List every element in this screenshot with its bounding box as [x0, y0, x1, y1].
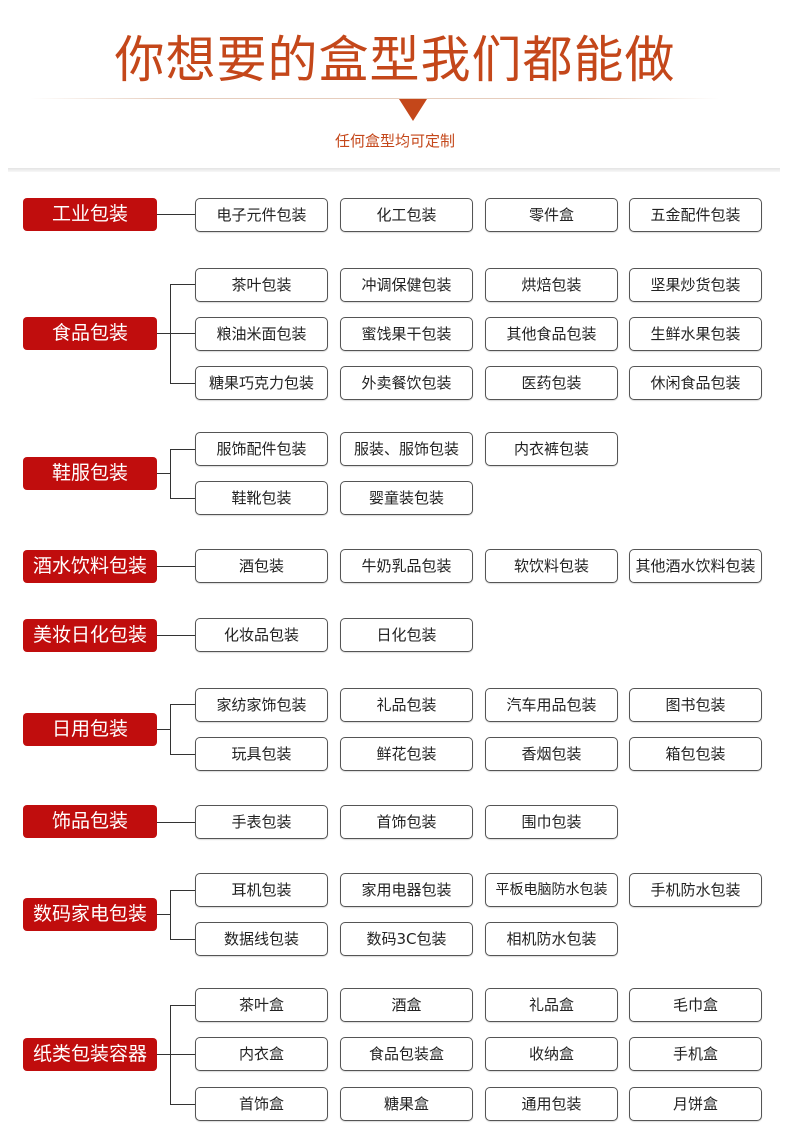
connector-line [170, 284, 195, 285]
item-box[interactable]: 鲜花包装 [340, 737, 473, 771]
item-box[interactable]: 首饰盒 [195, 1087, 328, 1121]
item-box[interactable]: 手表包装 [195, 805, 328, 839]
connector-line [157, 635, 195, 636]
item-box[interactable]: 月饼盒 [629, 1087, 762, 1121]
item-box[interactable]: 糖果巧克力包装 [195, 366, 328, 400]
connector-line [170, 1104, 195, 1105]
item-box[interactable]: 礼品盒 [485, 988, 618, 1022]
item-box[interactable]: 食品包装盒 [340, 1037, 473, 1071]
connector-line [157, 566, 195, 567]
item-box[interactable]: 外卖餐饮包装 [340, 366, 473, 400]
item-box[interactable]: 酒包装 [195, 549, 328, 583]
triangle-down-icon [399, 99, 427, 121]
item-box[interactable]: 首饰包装 [340, 805, 473, 839]
connector-line [157, 914, 170, 915]
item-box[interactable]: 坚果炒货包装 [629, 268, 762, 302]
connector-line [170, 498, 195, 499]
title-divider [30, 98, 720, 99]
category-label-daily: 日用包装 [23, 713, 157, 746]
connector-line [157, 333, 195, 334]
item-box[interactable]: 茶叶盒 [195, 988, 328, 1022]
connector-line [157, 473, 170, 474]
item-box[interactable]: 收纳盒 [485, 1037, 618, 1071]
item-box[interactable]: 平板电脑防水包装 [485, 873, 618, 907]
item-box[interactable]: 香烟包装 [485, 737, 618, 771]
connector-line [157, 1054, 195, 1055]
category-label-accessories: 饰品包装 [23, 805, 157, 838]
item-box[interactable]: 日化包装 [340, 618, 473, 652]
item-box[interactable]: 婴童装包装 [340, 481, 473, 515]
category-label-apparel: 鞋服包装 [23, 457, 157, 490]
item-box[interactable]: 烘焙包装 [485, 268, 618, 302]
category-label-cosmetics: 美妆日化包装 [23, 619, 157, 652]
item-box[interactable]: 相机防水包装 [485, 922, 618, 956]
connector-line [170, 704, 171, 754]
item-box[interactable]: 其他酒水饮料包装 [629, 549, 762, 583]
connector-line [170, 754, 195, 755]
connector-line [170, 1005, 171, 1104]
category-label-industrial: 工业包装 [23, 198, 157, 231]
item-box[interactable]: 家纺家饰包装 [195, 688, 328, 722]
item-box[interactable]: 鞋靴包装 [195, 481, 328, 515]
item-box[interactable]: 内衣裤包装 [485, 432, 618, 466]
item-box[interactable]: 通用包装 [485, 1087, 618, 1121]
connector-line [170, 1005, 195, 1006]
item-box[interactable]: 耳机包装 [195, 873, 328, 907]
connector-line [170, 890, 195, 891]
connector-line [170, 939, 195, 940]
item-box[interactable]: 软饮料包装 [485, 549, 618, 583]
page-title: 你想要的盒型我们都能做 [114, 31, 676, 89]
item-box[interactable]: 手机防水包装 [629, 873, 762, 907]
item-box[interactable]: 冲调保健包装 [340, 268, 473, 302]
item-box[interactable]: 化妆品包装 [195, 618, 328, 652]
category-label-food: 食品包装 [23, 317, 157, 350]
section-divider [8, 168, 780, 172]
item-box[interactable]: 糖果盒 [340, 1087, 473, 1121]
item-box[interactable]: 玩具包装 [195, 737, 328, 771]
connector-line [170, 449, 171, 498]
connector-line [157, 214, 195, 215]
connector-line [170, 890, 171, 939]
connector-line [157, 729, 170, 730]
item-box[interactable]: 数据线包装 [195, 922, 328, 956]
item-box[interactable]: 茶叶包装 [195, 268, 328, 302]
connector-line [170, 704, 195, 705]
category-label-paper: 纸类包装容器 [23, 1038, 157, 1071]
connector-line [157, 822, 195, 823]
item-box[interactable]: 电子元件包装 [195, 198, 328, 232]
item-box[interactable]: 其他食品包装 [485, 317, 618, 351]
item-box[interactable]: 毛巾盒 [629, 988, 762, 1022]
category-label-digital: 数码家电包装 [23, 898, 157, 931]
item-box[interactable]: 化工包装 [340, 198, 473, 232]
connector-line [170, 284, 171, 383]
item-box[interactable]: 牛奶乳品包装 [340, 549, 473, 583]
item-box[interactable]: 图书包装 [629, 688, 762, 722]
item-box[interactable]: 五金配件包装 [629, 198, 762, 232]
item-box[interactable]: 蜜饯果干包装 [340, 317, 473, 351]
item-box[interactable]: 礼品包装 [340, 688, 473, 722]
item-box[interactable]: 生鲜水果包装 [629, 317, 762, 351]
item-box[interactable]: 家用电器包装 [340, 873, 473, 907]
item-box[interactable]: 箱包包装 [629, 737, 762, 771]
item-box[interactable]: 汽车用品包装 [485, 688, 618, 722]
item-box[interactable]: 粮油米面包装 [195, 317, 328, 351]
item-box[interactable]: 医药包装 [485, 366, 618, 400]
item-box[interactable]: 数码3C包装 [340, 922, 473, 956]
connector-line [170, 449, 195, 450]
item-box[interactable]: 酒盒 [340, 988, 473, 1022]
item-box[interactable]: 围巾包装 [485, 805, 618, 839]
item-box[interactable]: 内衣盒 [195, 1037, 328, 1071]
item-box[interactable]: 服装、服饰包装 [340, 432, 473, 466]
item-box[interactable]: 休闲食品包装 [629, 366, 762, 400]
category-label-beverage: 酒水饮料包装 [23, 550, 157, 583]
item-box[interactable]: 手机盒 [629, 1037, 762, 1071]
page-subtitle: 任何盒型均可定制 [334, 132, 455, 150]
connector-line [170, 383, 195, 384]
item-box[interactable]: 服饰配件包装 [195, 432, 328, 466]
item-box[interactable]: 零件盒 [485, 198, 618, 232]
